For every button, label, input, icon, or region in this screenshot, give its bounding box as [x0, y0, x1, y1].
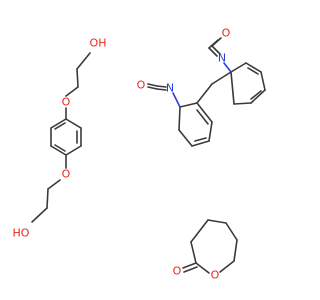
- label-n-right: N: [218, 52, 226, 65]
- molecule-caprolactone: O O: [173, 219, 238, 282]
- label-o-carbonyl: O: [173, 265, 182, 278]
- molecule-hydroxyethoxy-benzene: OH O O HO: [13, 37, 107, 240]
- structure-canvas: OH O O HO: [13, 27, 266, 282]
- ring-left: [178, 102, 213, 147]
- label-o-upper: O: [62, 96, 71, 109]
- ring-right: [230, 62, 266, 105]
- lactone-ring: [190, 219, 238, 274]
- label-ho-bottom: HO: [13, 227, 30, 240]
- label-o-lower: O: [62, 168, 71, 181]
- label-n-left: N: [166, 82, 174, 95]
- label-oh-top: OH: [90, 37, 107, 50]
- molecule-bis-isocyanato-cyclohexadiene: N O N O: [137, 27, 266, 147]
- label-o-left: O: [137, 79, 146, 92]
- label-o-right: O: [222, 27, 231, 40]
- benzene-ring: [50, 118, 82, 156]
- label-o-ring: O: [211, 269, 220, 282]
